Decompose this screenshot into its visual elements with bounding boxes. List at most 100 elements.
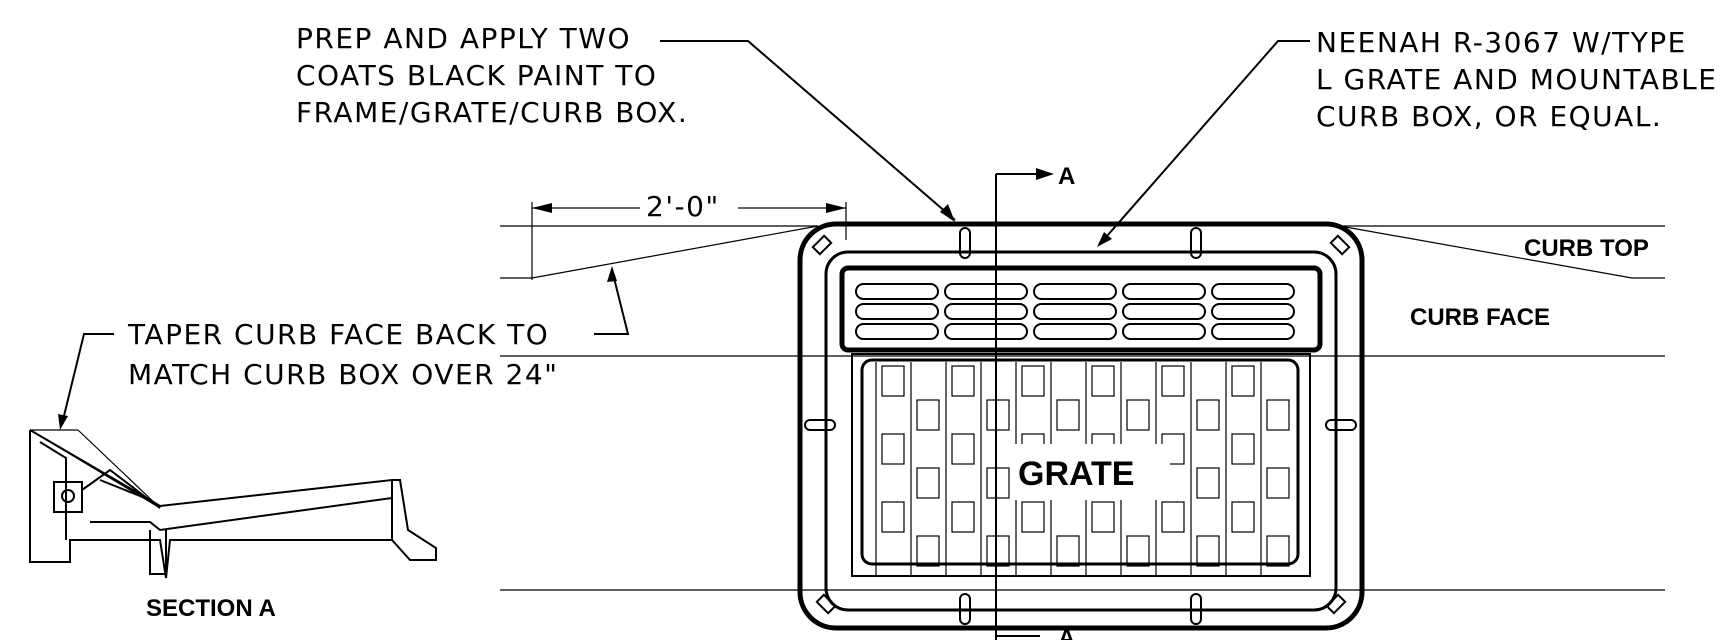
grate-opening: [1161, 365, 1185, 397]
taper-note-line-1: TAPER CURB FACE BACK TO: [127, 318, 549, 351]
grate-opening: [986, 467, 1010, 499]
dimension-arrow-left: [532, 203, 552, 213]
neenah-note-line-1: NEENAH R-3067 W/TYPE: [1316, 26, 1687, 59]
section-a-bolt: [61, 489, 75, 503]
curb-box-slots: [855, 283, 1295, 340]
grate-opening: [1021, 501, 1045, 533]
paint-note-line-3: FRAME/GRATE/CURB BOX.: [296, 96, 688, 129]
grate-opening: [1266, 535, 1290, 567]
paint-note-line-2: COATS BLACK PAINT TO: [296, 59, 657, 92]
frame-inner: [824, 250, 1338, 612]
taper-leader-arrowhead-right: [607, 266, 617, 282]
section-a-bar: [99, 479, 151, 501]
grate-opening: [986, 399, 1010, 431]
curb-box-slot: [1211, 283, 1295, 300]
section-mark-top: A: [1058, 163, 1075, 190]
grate-opening: [986, 535, 1010, 567]
curb-taper-line-right: [1339, 225, 1633, 279]
curb-box: [839, 265, 1323, 353]
grate-opening: [881, 365, 905, 397]
paint-note: PREP AND APPLY TWO COATS BLACK PAINT TO …: [296, 22, 688, 129]
neenah-leader-arrowhead: [1097, 232, 1112, 247]
neenah-note-line-3: CURB BOX, OR EQUAL.: [1316, 100, 1662, 133]
grate-label: GRATE: [1018, 455, 1134, 493]
section-a-outline: [29, 429, 437, 579]
curb-box-slot: [1122, 323, 1206, 340]
grate-opening: [951, 433, 975, 465]
taper-note: TAPER CURB FACE BACK TO MATCH CURB BOX O…: [127, 318, 559, 391]
grate-opening: [1126, 535, 1150, 567]
section-a-view: SECTION A: [29, 429, 437, 622]
grate-opening: [1056, 535, 1080, 567]
neenah-note-line-2: L GRATE AND MOUNTABLE: [1316, 63, 1717, 96]
grate: GRATE: [851, 353, 1311, 577]
dimension-arrow-right: [826, 203, 846, 213]
grate-opening: [916, 467, 940, 499]
grate-opening: [1126, 399, 1150, 431]
grate-opening: [1091, 365, 1115, 397]
taper-leader-to-curb: [594, 269, 630, 335]
grate-opening: [916, 535, 940, 567]
curb-box-slot: [855, 283, 939, 300]
curb-box-slot: [944, 303, 1028, 320]
curb-taper-line: [531, 225, 819, 279]
section-a-label: SECTION A: [146, 595, 276, 622]
curb-box-outline: [839, 265, 1323, 353]
grate-opening: [1161, 501, 1185, 533]
curb-box-slot: [1211, 303, 1295, 320]
section-a-grate-line: [90, 497, 393, 532]
grate-opening: [1091, 501, 1115, 533]
curb-box-slot: [1033, 323, 1117, 340]
curb-box-slot: [1033, 303, 1117, 320]
curb-box-slot: [855, 303, 939, 320]
section-a-lug: [53, 481, 83, 513]
grate-opening: [1056, 399, 1080, 431]
grate-opening: [1231, 501, 1255, 533]
grate-opening: [1196, 399, 1220, 431]
neenah-note: NEENAH R-3067 W/TYPE L GRATE AND MOUNTAB…: [1316, 26, 1717, 133]
curb-box-slot: [944, 323, 1028, 340]
inlet-frame: [797, 221, 1365, 631]
section-cut-line: A A: [995, 163, 1075, 640]
curb-top-label: CURB TOP: [1524, 235, 1649, 262]
grate-opening: [1266, 399, 1290, 431]
frame-corner-lugs: [811, 234, 1351, 615]
neenah-leader-line: [1099, 40, 1310, 245]
section-a-post: [149, 530, 167, 575]
grate-opening: [951, 365, 975, 397]
grate-label-bg: [1010, 444, 1170, 500]
note-leaders: [58, 40, 1310, 430]
frame-side-lugs: [804, 227, 1357, 625]
grate-opening: [951, 501, 975, 533]
taper-leader-arrowhead-left: [58, 414, 68, 430]
curb-box-slot: [1033, 283, 1117, 300]
curb-box-slot: [855, 323, 939, 340]
grate-opening: [1021, 365, 1045, 397]
taper-note-line-2: MATCH CURB BOX OVER 24": [128, 358, 559, 391]
curb-face-label: CURB FACE: [1410, 304, 1550, 331]
grate-opening: [916, 399, 940, 431]
curb-box-slot: [1122, 303, 1206, 320]
grate-opening: [1196, 535, 1220, 567]
paint-leader-line: [660, 40, 956, 221]
grate-opening: [1231, 365, 1255, 397]
section-a-hood: [81, 468, 161, 509]
grate-opening: [1266, 467, 1290, 499]
grate-opening: [881, 501, 905, 533]
dimension-2ft: 2'-0": [531, 190, 847, 280]
curb-reference-lines: [500, 225, 1665, 591]
grate-opening: [881, 433, 905, 465]
section-cut-arrowhead-top: [1036, 168, 1054, 180]
section-mark-bottom: A: [1058, 625, 1075, 640]
dimension-label: 2'-0": [646, 190, 720, 223]
curb-box-slot: [1122, 283, 1206, 300]
paint-leader-arrowhead: [940, 204, 955, 222]
grate-opening: [1196, 467, 1220, 499]
grate-opening: [1231, 433, 1255, 465]
curb-box-slot: [944, 283, 1028, 300]
curb-box-slot: [1211, 323, 1295, 340]
grate-inner: [860, 358, 1300, 566]
frame-outer: [797, 221, 1365, 631]
paint-note-line-1: PREP AND APPLY TWO: [296, 22, 631, 55]
